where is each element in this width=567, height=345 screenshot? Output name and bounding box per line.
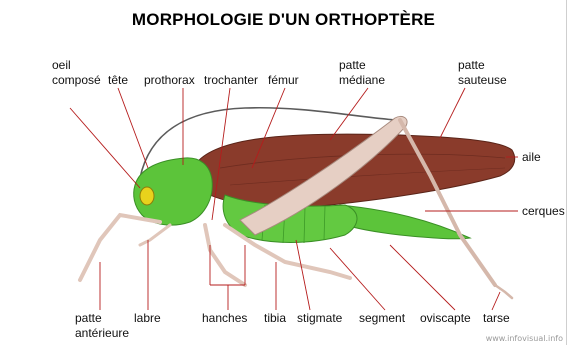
label-patte-mediane: patte médiane — [339, 58, 385, 88]
label-tete: tête — [108, 73, 128, 88]
compound-eye — [140, 187, 154, 205]
label-oeil-compose: oeil composé — [52, 58, 101, 88]
label-segment: segment — [359, 311, 405, 326]
source-credit: www.infovisual.info — [486, 334, 563, 343]
label-hanches: hanches — [202, 311, 247, 326]
label-patte-sauteuse: patte sauteuse — [458, 58, 507, 88]
label-labre: labre — [134, 311, 161, 326]
label-stigmate: stigmate — [297, 311, 342, 326]
label-aile: aile — [522, 150, 541, 165]
ovipositor — [338, 205, 470, 239]
label-tibia: tibia — [264, 311, 286, 326]
label-femur: fémur — [268, 73, 299, 88]
label-tarse: tarse — [483, 311, 510, 326]
label-oviscapte: oviscapte — [420, 311, 471, 326]
label-cerques: cerques — [522, 204, 565, 219]
label-patte-anterieure: patte antérieure — [75, 311, 129, 341]
label-trochanter: trochanter — [204, 73, 258, 88]
label-prothorax: prothorax — [144, 73, 195, 88]
